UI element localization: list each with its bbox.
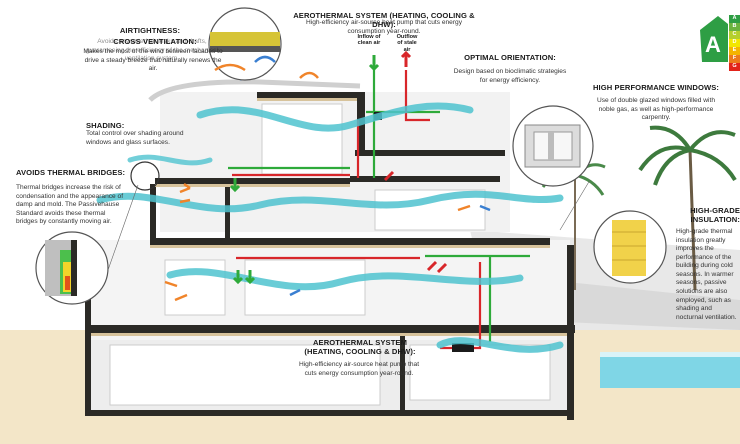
ground-sand-bottom bbox=[85, 415, 600, 444]
cross-ventilation-text: Makes the most of the wind between facad… bbox=[83, 48, 223, 73]
bridge-marker-circle bbox=[130, 161, 160, 191]
windows-title: HIGH PERFORMANCE WINDOWS: bbox=[592, 83, 720, 92]
roof-detail-circle bbox=[208, 7, 282, 81]
cross-ventilation-title: CROSS VENTILATION: bbox=[113, 37, 197, 46]
aerothermal-bottom-title: AEROTHERMAL SYSTEM (HEATING, COOLING & D… bbox=[304, 338, 416, 356]
thermal-bridges-text: Thermal bridges increase the risk of con… bbox=[16, 184, 124, 226]
airtightness-text: Avoids unwanted air leaks and drafts, gu… bbox=[85, 38, 219, 63]
aerothermal-bottom-text: High-efficiency air-source heat pump tha… bbox=[298, 361, 420, 377]
swimming-pool bbox=[600, 352, 740, 388]
ventilation-ducts bbox=[228, 70, 530, 350]
shading-text: Total control over shading around window… bbox=[86, 130, 184, 146]
aerothermal-top-text: High-efficiency air-source heat pump tha… bbox=[305, 19, 462, 35]
shading-title: SHADING: bbox=[86, 121, 125, 130]
window-detail-circle bbox=[512, 105, 594, 187]
building-structure bbox=[85, 92, 575, 420]
insulation-title: HIGH-GRADE INSULATION: bbox=[690, 206, 740, 224]
energy-rating-badge bbox=[700, 16, 728, 62]
heat-pump-unit bbox=[452, 343, 474, 352]
orientation-title: OPTIMAL ORIENTATION: bbox=[464, 53, 556, 62]
thermal-bridges-title: AVOIDS THERMAL BRIDGES: bbox=[16, 168, 126, 177]
insulation-detail-circle bbox=[593, 210, 667, 284]
energy-grade-letter: A bbox=[705, 32, 721, 57]
airtightness-title: AIRTIGHTNESS: bbox=[119, 26, 181, 35]
warm-air-arrows bbox=[164, 71, 471, 302]
inflow-label: Inflow of clean air bbox=[357, 34, 381, 47]
windows-text: Use of double glazed windows filled with… bbox=[596, 97, 716, 122]
energy-rating-bar: D bbox=[729, 39, 740, 47]
energy-rating-bar: B bbox=[729, 23, 740, 31]
insulation-text: High-grade thermal insulation greatly im… bbox=[676, 228, 737, 320]
energy-rating-bar: E bbox=[729, 47, 740, 55]
outflow-label: Outflow of stale air bbox=[396, 34, 418, 53]
aerothermal-top-title: AEROTHERMAL SYSTEM (HEATING, COOLING & D… bbox=[293, 11, 475, 29]
energy-rating-bar: C bbox=[729, 31, 740, 39]
ground-sand-left bbox=[0, 330, 85, 444]
energy-rating-bar: A bbox=[729, 15, 740, 23]
energy-rating-bar: G bbox=[729, 63, 740, 71]
airflow-streams bbox=[96, 102, 564, 353]
thermal-bridge-detail-circle bbox=[35, 231, 109, 305]
orientation-text: Design based on bioclimatic strategies f… bbox=[453, 68, 567, 84]
energy-rating-bar: F bbox=[729, 55, 740, 63]
palm-tree-icon bbox=[638, 125, 737, 291]
